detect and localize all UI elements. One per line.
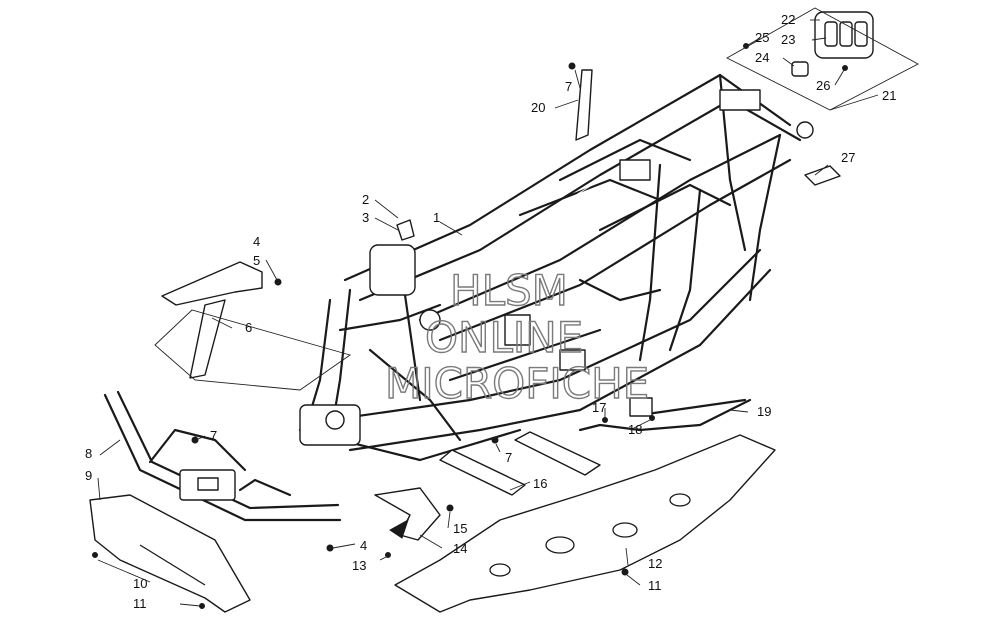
callout-25: 25	[755, 30, 769, 45]
callout-3: 3	[362, 210, 369, 225]
front-bumper	[103, 390, 342, 522]
rear-tube-19	[578, 397, 752, 432]
watermark-line-1: HLSM	[450, 266, 568, 315]
bracket-5	[161, 261, 282, 306]
callouts: 1 2 3 4 5 6 7 7 7 8 9 10 11 11 12 13 4 1…	[85, 12, 896, 611]
callout-5: 5	[253, 253, 260, 268]
callout-15: 15	[453, 521, 467, 536]
callout-4-bottom: 4	[360, 538, 367, 553]
pads-16	[439, 431, 601, 496]
callout-16: 16	[533, 476, 547, 491]
callout-7-center: 7	[505, 450, 512, 465]
callout-8: 8	[85, 446, 92, 461]
rear-strut	[568, 62, 593, 141]
callout-18: 18	[628, 422, 642, 437]
callout-10: 10	[133, 576, 147, 591]
watermark: HLSM ONLINE MICROFICHE	[384, 265, 650, 408]
callout-21: 21	[882, 88, 896, 103]
callout-27: 27	[841, 150, 855, 165]
callout-13: 13	[352, 558, 366, 573]
callout-23: 23	[781, 32, 795, 47]
callout-7-top: 7	[565, 79, 572, 94]
callout-11-left: 11	[133, 596, 147, 611]
bolt-4-bumper	[326, 544, 334, 552]
callout-19: 19	[757, 404, 771, 419]
callout-20: 20	[531, 100, 545, 115]
callout-26: 26	[816, 78, 830, 93]
watermark-line-3: MICROFICHE	[385, 359, 649, 408]
callout-9: 9	[85, 468, 92, 483]
callout-24: 24	[755, 50, 769, 65]
callout-1: 1	[433, 210, 440, 225]
leader-lines	[97, 19, 879, 607]
pad-27	[804, 165, 841, 186]
bracket-6	[189, 299, 226, 379]
callout-2: 2	[362, 192, 369, 207]
watermark-line-2: ONLINE	[425, 313, 583, 362]
callout-11-right: 11	[648, 578, 662, 593]
taillight-assembly	[726, 7, 919, 111]
front-skid-plate	[89, 494, 251, 613]
bolt-7-center	[491, 436, 499, 444]
callout-12: 12	[648, 556, 662, 571]
callout-22: 22	[781, 12, 795, 27]
callout-7-left: 7	[210, 428, 217, 443]
callout-4-top: 4	[253, 234, 260, 249]
main-frame	[298, 73, 814, 462]
callout-14: 14	[453, 541, 467, 556]
bracket-14	[374, 487, 454, 558]
clip-2-3	[396, 219, 415, 241]
callout-6: 6	[245, 320, 252, 335]
callout-17: 17	[592, 400, 606, 415]
main-skid-plate	[394, 434, 776, 613]
